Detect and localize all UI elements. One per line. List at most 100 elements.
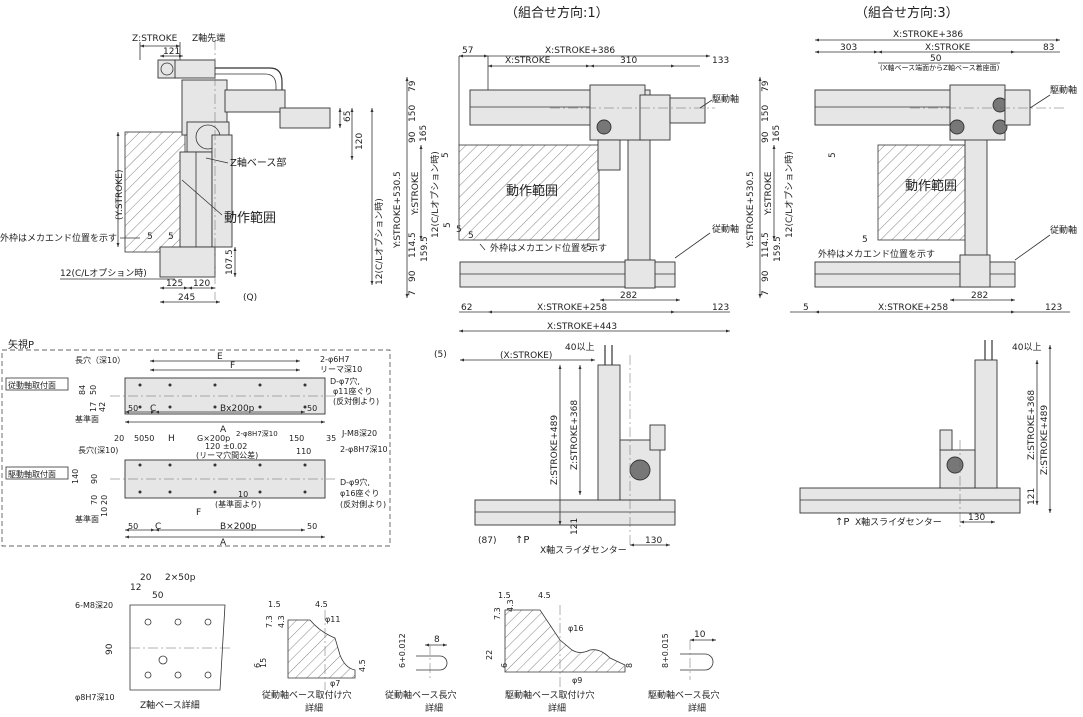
detail-z-base: 20 2×50p 12 50 6-M8深20 90 φ8H7深10 Z軸ベース詳… [75, 573, 230, 711]
lm-z489: Z:STROKE+489 [550, 415, 560, 485]
fh-d43: 4.3 [277, 615, 286, 628]
dim-57: 57 [462, 46, 473, 56]
dim-79: 79 [408, 80, 418, 92]
p-d9: D-φ9穴, [340, 477, 370, 487]
fh-d7: φ7 [330, 679, 340, 688]
p-d50: 50 [89, 385, 98, 395]
p-b200b: B×200p [220, 522, 257, 532]
p-d10b: 10 [100, 507, 109, 517]
p-d7hole: D-φ7穴, [330, 376, 360, 386]
p-d110: 110 [296, 447, 311, 456]
p-d50d: 50 [307, 522, 317, 531]
r-dim-90: 90 [761, 131, 771, 143]
dim-125: 125 [166, 279, 183, 289]
r-dim-5b: 5 [862, 235, 868, 245]
r-dim-5a: 5 [828, 152, 838, 158]
r-label-cl: 12(C/Lオプション時) [784, 151, 795, 238]
r-dim-282: 282 [971, 291, 988, 301]
lm-d40: 40以上 [565, 342, 594, 353]
dim-133: 133 [712, 56, 729, 66]
r-note: (X軸ベース端面からZ軸ベース着座面) [880, 63, 1000, 72]
label-cl-mid: 12(C/Lオプション時) [430, 151, 441, 238]
dh-d45: 4.5 [538, 591, 551, 600]
dim-7: 7 [408, 290, 418, 296]
left-side-view: Z:STROKE Z軸先端 121 65 120 (Y:STROKE) Z軸ベー… [0, 32, 385, 304]
r-label-follow: 従動軸 [1050, 224, 1077, 236]
p-opp: (反対側より) [333, 396, 379, 406]
lm-z368: Z:STROKE+368 [570, 400, 580, 470]
label-cl-horiz: 12(C/Lオプション時) [60, 268, 147, 279]
lm-d5: (5) [434, 350, 447, 360]
zb-d50: 50 [152, 591, 164, 601]
detail-drive-hole: 1.5 4.5 7.3 4.3 φ16 22 6 φ9 8 駆動軸ベース取付け穴… [485, 591, 634, 714]
p-refc: 基準面 [75, 514, 99, 524]
dim-5-mid-e: 5 [456, 225, 462, 235]
right-top-view: X:STROKE+386 303 X:STROKE 83 50 (X軸ベース端面… [746, 30, 1077, 314]
r-dim-x-258: X:STROKE+258 [878, 303, 948, 313]
fh-d45b: 4.5 [358, 659, 367, 672]
p-c2: C [155, 522, 161, 532]
p-d35: 35 [326, 434, 336, 443]
lm-d87: (87) [478, 536, 496, 546]
r-dim-5c: 5 [803, 303, 809, 313]
r-dim-50: 50 [930, 54, 942, 64]
label-y-stroke: (Y:STROKE) [115, 170, 125, 221]
lr-z489: Z:STROKE+489 [1040, 405, 1050, 475]
p-slot10: 長穴（深10） [75, 355, 125, 365]
p-d5050: 5050 [134, 434, 154, 443]
p-m8: J-M8深20 [341, 429, 377, 438]
p-d42: 42 [98, 402, 107, 412]
dim-65: 65 [343, 111, 353, 122]
fh-d15: 1.5 [268, 600, 281, 609]
fs-caption2: 詳細 [425, 702, 443, 714]
dim-121: 121 [163, 47, 180, 57]
dim-123: 123 [712, 303, 729, 313]
p-d50c: 50 [128, 522, 138, 531]
lm-d130: 130 [645, 536, 662, 546]
dh-d6: 6 [500, 663, 509, 668]
dim-90b: 90 [408, 270, 418, 282]
p-d70: 70 [90, 495, 99, 505]
fh-caption2: 詳細 [305, 702, 323, 714]
dh-d73: 7.3 [493, 607, 502, 620]
zb-d250: 2×50p [165, 573, 196, 583]
label-follow-mid: 従動軸 [712, 223, 739, 235]
p-d140: 140 [71, 469, 80, 484]
ds-tol: 8+0.015 [661, 633, 670, 668]
p-h7b: 2-φ8H7深10 [236, 429, 278, 438]
p-c: C [150, 404, 156, 414]
r-dim-x-stroke: X:STROKE [925, 43, 971, 53]
r-dim-303: 303 [840, 43, 857, 53]
p-d11: φ11座ぐり [333, 386, 372, 396]
p-refb: (基準面より) [215, 499, 261, 509]
p-follow-face: 従動軸取付面 [8, 380, 56, 390]
label-cl-vert: 12(C/Lオプション時) [374, 198, 385, 285]
r-dim-114-5: 114.5 [761, 232, 771, 258]
r-dim-x-386: X:STROKE+386 [893, 30, 963, 40]
r-dim-79: 79 [761, 80, 771, 92]
dim-5b: 5 [168, 232, 174, 242]
p-f2: F [196, 508, 201, 518]
detail-follow-hole: 1.5 4.5 7.3 4.3 φ11 6 15 φ7 4.5 従動軸ベース取付… [253, 600, 367, 714]
dim-310: 310 [620, 56, 637, 66]
label-z-stroke: Z:STROKE [132, 34, 178, 44]
r-dim-165: 165 [772, 125, 782, 142]
p-tol2: (リーマ穴間公差) [196, 450, 258, 460]
dim-114-5: 114.5 [408, 232, 418, 258]
p-drive-face: 駆動軸取付面 [8, 469, 56, 479]
p-d20: 20 [114, 434, 124, 443]
dim-245: 245 [178, 293, 195, 303]
zb-h7: φ8H7深10 [75, 693, 115, 702]
detail-drive-slot: 10 8+0.015 駆動軸ベース長穴 詳細 [648, 630, 720, 714]
middle-top-view: 57 X:STROKE+386 X:STROKE 310 133 駆動軸 Y:S… [393, 46, 739, 333]
r-dim-123: 123 [1045, 303, 1062, 313]
p-title: 矢視P [8, 338, 34, 351]
p-b200: Bx200p [220, 404, 255, 414]
label-z-base: Z軸ベース部 [230, 156, 286, 169]
p-d90: 90 [90, 474, 99, 484]
dh-d15: 1.5 [498, 591, 511, 600]
r-dim-90b: 90 [761, 270, 771, 282]
lr-slider: X軸スライダセンター [855, 516, 942, 528]
r-dim-y-530: Y:STROKE+530.5 [746, 171, 756, 249]
